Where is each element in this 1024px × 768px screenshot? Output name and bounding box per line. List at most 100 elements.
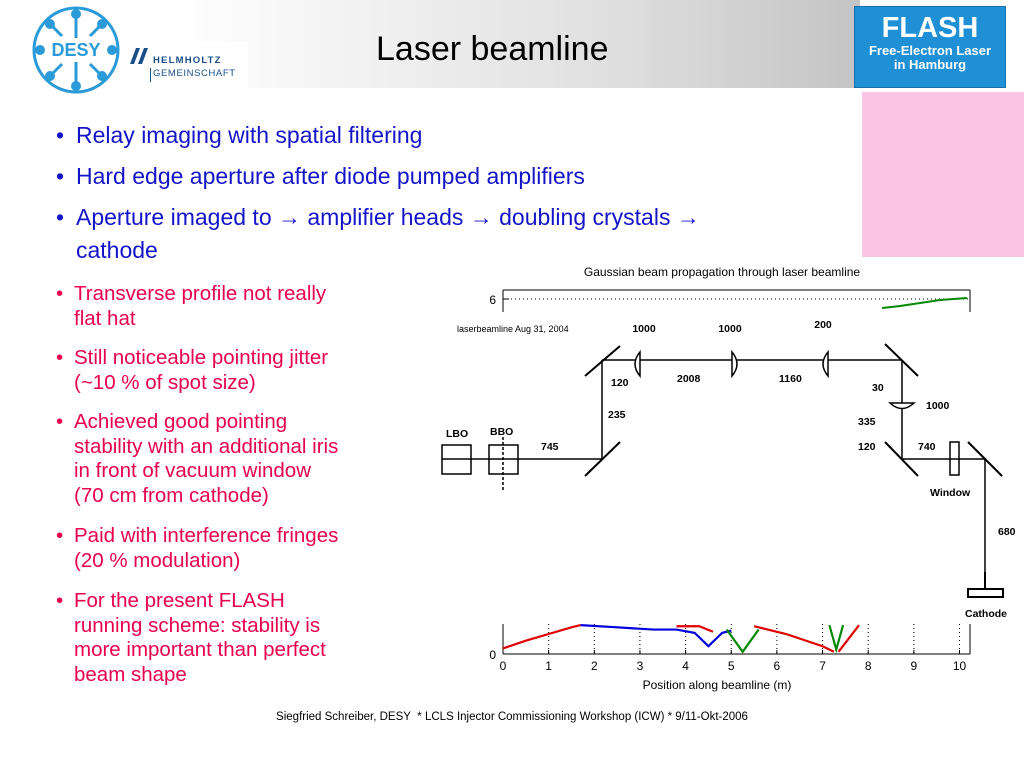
x-tick-label: 7 [819, 659, 826, 673]
desy-logo: DESY [32, 6, 120, 94]
sub-bullet-4: Paid with interference fringes (20 % mod… [74, 524, 419, 573]
sub-bullet-3: Achieved good pointing stability with an… [74, 410, 419, 508]
flash-logo-line1: Free-Electron Laser [868, 43, 992, 58]
lens-4 [888, 402, 916, 410]
bullet-dot: • [56, 524, 64, 547]
mirror-1 [584, 441, 621, 477]
seg-label-1000: 1000 [926, 400, 950, 412]
lens-3 [822, 349, 829, 379]
sub-bullet-5-line: beam shape [74, 662, 187, 686]
seg-label-120a: 120 [611, 377, 629, 389]
x-tick-label: 1 [545, 659, 552, 673]
window [949, 441, 960, 476]
sub-bullet-4-line: Paid with interference fringes [74, 524, 339, 547]
top-green-curve [881, 297, 968, 309]
sub-bullet-3-line: Achieved good pointing [74, 410, 288, 433]
lbo-label: LBO [446, 428, 468, 440]
beamline-figure: Gaussian beam propagation through laser … [441, 265, 1016, 692]
bullet-dot: • [56, 163, 65, 189]
seg-label-335: 335 [858, 416, 876, 428]
sub-bullet-2-line: Still noticeable pointing jitter [74, 346, 329, 369]
beam-radius-series [725, 628, 760, 654]
cathode-label: Cathode [965, 608, 1007, 620]
mirror-5 [967, 441, 1003, 477]
main-bullet-2: Hard edge aperture after diode pumped am… [76, 163, 585, 189]
plot-frame-bottom: 0 0 1 2 3 4 5 6 7 8 9 10 Position along beamline (… [489, 624, 971, 692]
main-bullet-3-cont: cathode [76, 237, 158, 263]
sub-bullet-3-line: (70 cm from cathode) [74, 483, 269, 507]
sub-bullet-5: For the present FLASH running scheme: st… [74, 589, 419, 687]
footer-text: Siegfried Schreiber, DESY * LCLS Injecto… [276, 711, 748, 723]
seg-label-745: 745 [541, 441, 559, 453]
beam-radius-series [837, 624, 860, 653]
seg-label-1160: 1160 [779, 373, 802, 385]
helmholtz-logo: HELMHOLTZ GEMEINSCHAFT [128, 42, 248, 88]
sub-bullet-5-line: more important than perfect [74, 638, 326, 661]
helmholtz-line1: HELMHOLTZ [153, 55, 222, 66]
x-tick-label: 8 [865, 659, 872, 673]
seg-label-235: 235 [608, 409, 626, 421]
top-label-2: 1000 [718, 323, 742, 335]
bullet-dot: • [56, 346, 64, 369]
x-tick-label: 4 [682, 659, 689, 673]
helmholtz-mark-icon [130, 48, 148, 64]
main-bullet-1: Relay imaging with spatial filtering [76, 122, 423, 148]
x-axis-label: Position along beamline (m) [643, 678, 792, 692]
sub-bullet-2-line: (~10 % of spot size) [74, 370, 256, 394]
x-tick-label: 9 [911, 659, 918, 673]
mirror-2 [584, 345, 621, 377]
helmholtz-line2: GEMEINSCHAFT [153, 68, 236, 79]
seg-label-30: 30 [872, 382, 884, 394]
main-bullet-3: Aperture imaged to → amplifier heads → d… [76, 204, 700, 230]
bullet-dot: • [56, 410, 64, 433]
bullet-dot: • [56, 204, 65, 230]
bullet-dot: • [56, 589, 64, 612]
bullet-dot: • [56, 282, 64, 305]
plot-frame-top: 6 [489, 289, 971, 312]
top-label-1: 1000 [632, 323, 656, 335]
sub-bullet-5-line: running scheme: stability is [74, 613, 321, 637]
sub-bullet-5-line: For the present FLASH [74, 589, 285, 612]
sub-bullet-1-line: Transverse profile not really [74, 282, 327, 305]
mirrors [584, 343, 1003, 477]
helmholtz-divider [150, 68, 151, 82]
beam-radius-series [580, 624, 732, 648]
pink-panel [862, 92, 1024, 257]
sub-bullet-2: Still noticeable pointing jitter (~10 % … [74, 346, 419, 395]
plot-title: Gaussian beam propagation through laser … [584, 265, 861, 279]
beam-radius-series [753, 625, 835, 653]
sub-bullet-4-line: (20 % modulation) [74, 548, 241, 572]
flash-logo-title: FLASH [881, 12, 979, 44]
beam-radius-series [502, 624, 581, 650]
lens-2 [731, 349, 738, 379]
lens-1 [634, 349, 641, 379]
seg-label-120b: 120 [858, 441, 876, 453]
beam-radius-series [676, 625, 714, 633]
x-tick-label: 3 [637, 659, 644, 673]
sub-bullet-3-line: stability with an additional iris [74, 434, 339, 458]
y-tick-bottom: 0 [489, 648, 496, 662]
x-tick-label: 0 [500, 659, 507, 673]
top-label-3: 200 [814, 319, 832, 331]
crystals [441, 437, 960, 490]
sub-bullet-1: Transverse profile not really flat hat [74, 282, 419, 331]
x-tick-label: 5 [728, 659, 735, 673]
seg-label-680: 680 [998, 526, 1016, 538]
beam-path [442, 359, 986, 594]
mirror-4 [884, 441, 919, 477]
x-tick-label: 2 [591, 659, 598, 673]
stamp-label: laserbeamline Aug 31, 2004 [457, 324, 569, 334]
sub-bullet-1-line: flat hat [74, 306, 136, 330]
beam-radius-series [828, 624, 845, 654]
seg-label-740: 740 [918, 441, 936, 453]
lenses [634, 349, 916, 410]
y-tick-top: 6 [489, 293, 496, 307]
x-tick-label: 6 [774, 659, 781, 673]
x-tick-label: 10 [953, 659, 967, 673]
page-title: Laser beamline [376, 30, 609, 68]
cathode [967, 572, 1004, 598]
window-label: Window [930, 487, 971, 499]
flash-logo-line2: in Hamburg [893, 57, 967, 72]
desy-logo-text: DESY [51, 40, 100, 60]
flash-logo: FLASH Free-Electron Laser in Hamburg [854, 6, 1006, 88]
